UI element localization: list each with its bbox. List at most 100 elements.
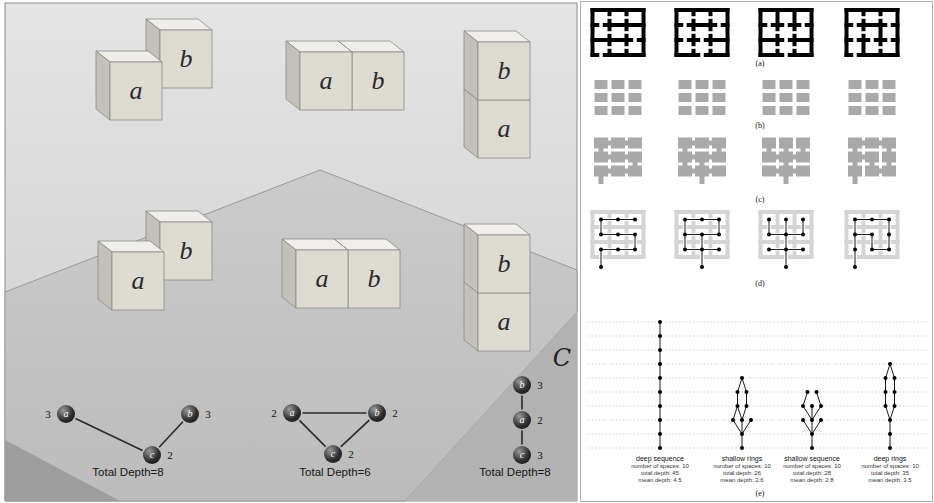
room-blobs [678,138,726,185]
room-cell [713,80,726,89]
plan-wall [692,212,696,216]
cube-side-face [282,239,296,308]
cube-front-face [478,100,530,158]
room-cells [679,80,726,115]
label-holder: C [553,345,571,371]
plan-wall [879,25,883,40]
justified-link [894,392,895,406]
room-cell [612,93,625,102]
space-dot [887,218,891,222]
room-blob [594,138,608,149]
room-cell [612,106,625,115]
room-cells [763,80,810,115]
room-blob [695,152,709,163]
depth-number: 3 [42,405,54,423]
room-blob [712,152,726,163]
cube-letter: b [160,30,212,88]
plan-wall [847,210,898,214]
plan-wall [642,10,646,55]
graph-caption: deep sequence [636,455,684,463]
justified-link [803,420,812,434]
access-link [685,249,702,250]
plan-wall [761,8,812,12]
vertex-letter: a [513,411,531,429]
plan-wall [845,10,849,55]
plan-wall [847,255,852,259]
cube-letter: a [300,52,352,110]
room-blob [796,152,810,163]
graph-statistic: total depth: 35 [871,470,909,477]
plan-wall [795,53,812,57]
access-link [719,220,720,235]
plan-wall [864,255,881,259]
plan-wall [608,212,612,216]
vertex-letter: c [513,446,531,464]
plan-wall [675,212,679,257]
access-link [889,235,890,250]
access-graph [761,212,812,269]
space-dot [633,218,637,222]
cube-letter: a [478,293,530,351]
room-opening [599,148,604,153]
plan-wall [723,23,728,27]
graph-statistic: number of spaces: 10 [783,463,841,470]
space-dot [853,233,857,237]
plan-wall [776,51,780,55]
space-dot [887,248,891,252]
label-holder: Total Depth=8 [479,466,550,479]
room-blob [712,138,726,149]
justified-link [660,420,661,434]
plan-wall [795,38,812,42]
room-opening [708,169,713,174]
cube-side-face [286,41,300,110]
justified-dot [658,404,662,408]
room-opening [784,162,789,167]
plan-wall [711,225,716,229]
room-opening [861,155,866,160]
room-blob [762,152,776,163]
plan-wall [610,240,627,244]
room-cell [780,80,793,89]
plan-wall [709,212,713,216]
access-link [702,219,719,220]
plan-wall [893,23,898,27]
justified-link [817,392,822,406]
plan-wall [847,240,852,244]
plan-wall [608,10,612,14]
access-link [872,219,889,220]
space-dot [767,233,771,237]
justified-link [803,406,812,420]
room-opening [624,169,629,174]
room-opening [607,155,612,160]
access-link [601,219,618,220]
cube-top-face [338,41,404,52]
justified-link [812,406,813,420]
depth-total: Total Depth=8 [92,466,163,479]
plan-wall [759,10,763,55]
room-blob [882,166,896,177]
cube-front-face [478,42,530,100]
depth-number: 3 [534,376,546,394]
plan-wall [711,23,716,27]
justified-link [742,434,743,448]
plan-wall [795,225,800,229]
plan-wall [864,240,869,244]
justified-dot [810,418,814,422]
access-link [702,235,703,250]
space-dot [599,218,603,222]
space-dot [616,248,620,252]
access-link [618,249,635,250]
plan-wall [864,38,869,42]
access-link [702,234,719,235]
justified-dot [736,404,740,408]
justified-dot [658,362,662,366]
room-blobs [848,138,896,185]
room-opening [607,141,612,146]
label-holder: Total Depth=8 [92,466,163,479]
plan-wall [778,225,783,229]
space-dot [717,233,721,237]
panel-letter: (c) [756,195,765,204]
cube-front-face [300,52,352,110]
room-opening [691,155,696,160]
justified-link [894,378,895,392]
